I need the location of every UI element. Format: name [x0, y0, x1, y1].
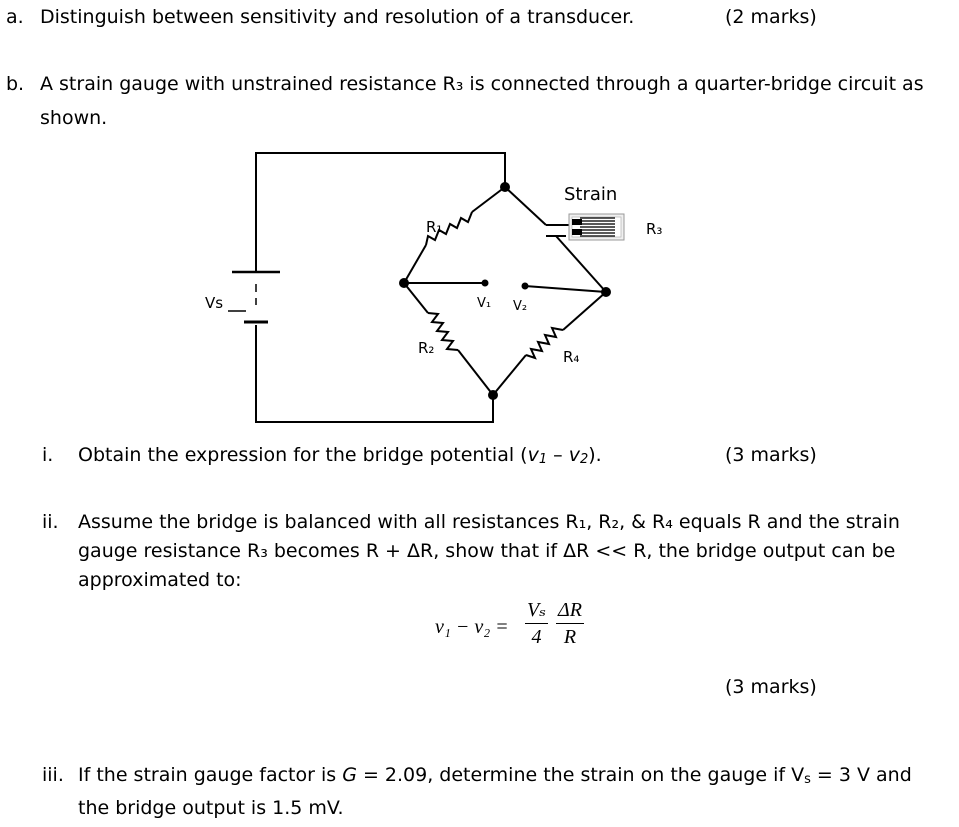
formula-lhs: v₁ − v₂ =: [435, 616, 509, 638]
formula-frac2-num: ΔR: [556, 597, 584, 624]
question-b-label: b.: [6, 73, 25, 95]
part-ii-line2: gauge resistance R₃ becomes R + ΔR, show…: [78, 540, 896, 562]
formula-fraction-dr-r: ΔR R: [556, 597, 584, 650]
question-a-marks: (2 marks): [725, 6, 817, 28]
quarter-bridge-circuit-diagram: Strain R₃ R₁ R₂ R₄ Vs V₁ V₂: [205, 152, 662, 423]
v1-label: V₁: [477, 296, 491, 311]
part-iii-label: iii.: [42, 764, 64, 786]
node-left: [399, 278, 409, 288]
formula-frac1-num: Vₛ: [525, 597, 548, 624]
lead-v2: [524, 285, 607, 293]
wire-bottom: [255, 325, 494, 423]
wire-top: [255, 152, 506, 272]
strain-label: Strain: [564, 184, 617, 205]
part-i-marks: (3 marks): [725, 444, 817, 466]
resistor-r1: [425, 211, 473, 246]
part-i-text: Obtain the expression for the bridge pot…: [78, 444, 602, 467]
r2-label: R₂: [418, 339, 434, 357]
question-a-label: a.: [6, 6, 24, 28]
part-ii-line1: Assume the bridge is balanced with all r…: [78, 511, 900, 533]
formula-frac1-den: 4: [531, 626, 542, 648]
resistor-r4: [525, 326, 564, 360]
bridge-output-formula: v₁ − v₂ = Vₛ 4 ΔR R: [430, 597, 600, 657]
r1-label: R₁: [426, 218, 442, 236]
part-ii-marks: (3 marks): [725, 676, 817, 698]
question-b-line1: A strain gauge with unstrained resistanc…: [40, 73, 924, 95]
part-iii-line2: the bridge output is 1.5 mV.: [78, 797, 344, 819]
r3-label: R₃: [646, 220, 662, 238]
question-a-text: Distinguish between sensitivity and reso…: [40, 6, 635, 28]
r4-label: R₄: [563, 348, 579, 366]
question-b-line2: shown.: [40, 107, 108, 129]
formula-fraction-vs-4: Vₛ 4: [525, 597, 548, 650]
node-right: [601, 287, 611, 297]
resistor-r2: [427, 312, 459, 351]
part-ii-label: ii.: [42, 511, 59, 533]
vs-label: Vs: [205, 294, 223, 312]
node-bottom: [488, 390, 498, 400]
formula-frac2-den: R: [563, 626, 577, 648]
part-i-label: i.: [42, 444, 54, 466]
part-ii-line3: approximated to:: [78, 569, 242, 591]
v2-label: V₂: [513, 299, 527, 314]
strain-gauge-element: [568, 213, 625, 241]
node-top: [500, 182, 510, 192]
part-iii-line1: If the strain gauge factor is G = 2.09, …: [78, 764, 912, 787]
terminal-v1: [481, 279, 489, 287]
terminal-v2: [521, 282, 529, 290]
